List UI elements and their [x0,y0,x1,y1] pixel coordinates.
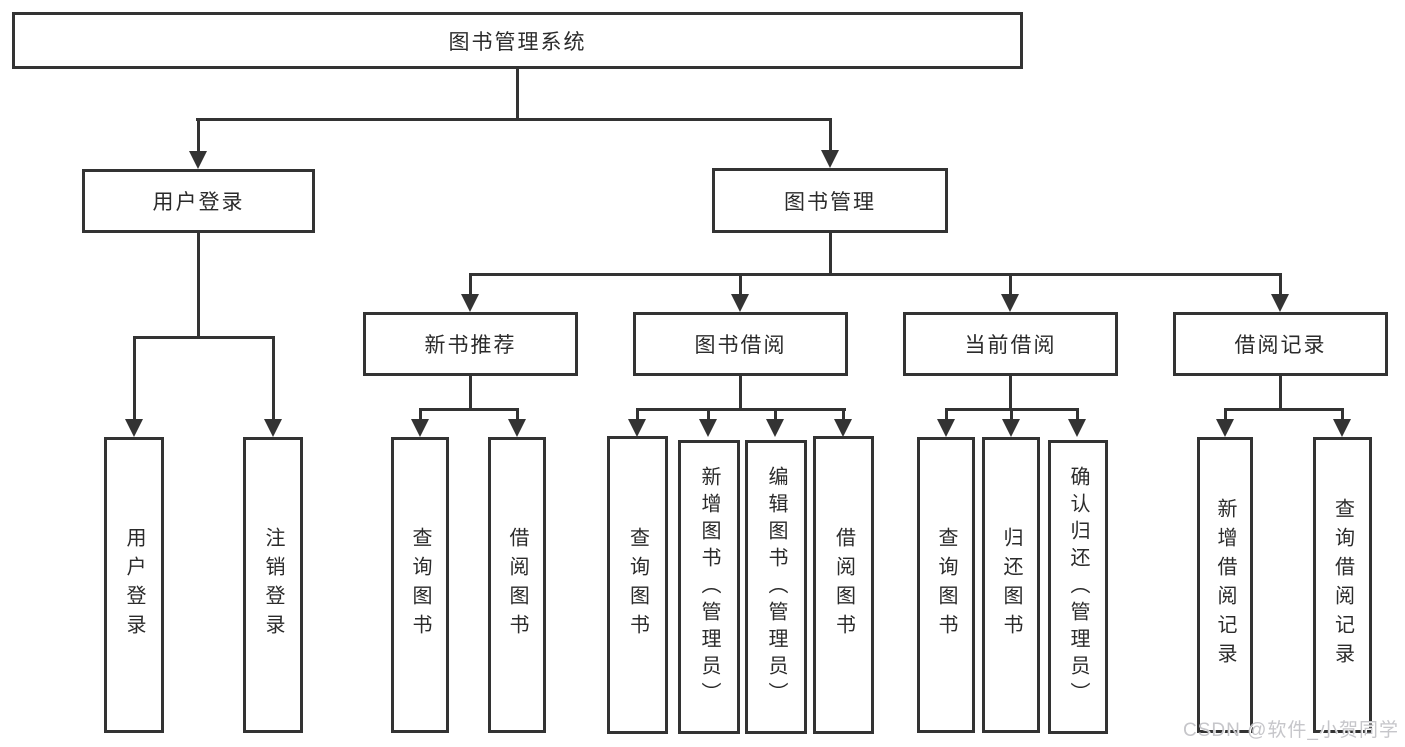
leaf-current-return-book-label: 归还图书 [1000,527,1022,643]
connector-leaf [1010,408,1013,422]
connector-leaf [636,408,639,422]
arrow-down-icon [264,419,282,437]
arrow-down-icon [461,294,479,312]
arrow-down-icon [1002,419,1020,437]
arrow-down-icon [411,419,429,437]
node-new-book-recommend: 新书推荐 [363,312,578,376]
leaf-records-query-record: 查询借阅记录 [1313,437,1372,733]
connector-to-current-borrow [1009,273,1012,297]
node-book-borrow-label: 图书借阅 [694,334,787,357]
connector-to-leaf-logout [272,336,275,423]
leaf-user-login: 用户登录 [104,437,164,733]
connector-to-new-book [469,273,472,297]
connector-leaf [1341,408,1344,422]
connector-book-mgmt-stem [829,233,832,276]
connector-leaf [1076,408,1079,422]
connector-leaf [945,408,948,422]
leaf-borrow-add-book-admin-label: 新增图书（管理员） [698,465,720,709]
connector-new-book-stem [469,376,472,411]
node-borrow-records-label: 借阅记录 [1234,334,1327,357]
connector-leaf [842,408,845,422]
leaf-borrow-edit-book-admin: 编辑图书（管理员） [745,440,807,734]
leaf-logout: 注销登录 [243,437,303,733]
leaf-newbook-query-book: 查询图书 [391,437,449,733]
arrow-down-icon [189,151,207,169]
node-book-borrow: 图书借阅 [633,312,848,376]
connector-current-borrow-stem [1009,376,1012,411]
connector-book-borrow-bar [636,408,846,411]
node-book-management-label: 图书管理 [784,190,876,214]
node-book-management: 图书管理 [712,168,948,233]
connector-leaf [1224,408,1227,422]
connector-user-login-stem [197,233,200,339]
leaf-records-add-record: 新增借阅记录 [1197,437,1253,733]
arrow-down-icon [699,419,717,437]
connector-user-login-bar [133,336,275,339]
node-user-login: 用户登录 [82,169,315,233]
arrow-down-icon [731,294,749,312]
leaf-borrow-query-book-label: 查询图书 [626,527,649,643]
arrow-down-icon [1333,419,1351,437]
arrow-down-icon [1271,294,1289,312]
node-current-borrow-label: 当前借阅 [964,334,1057,357]
leaf-newbook-borrow-book: 借阅图书 [488,437,546,733]
arrow-down-icon [1216,419,1234,437]
leaf-newbook-borrow-book-label: 借阅图书 [506,527,528,643]
leaf-borrow-query-book: 查询图书 [607,436,668,734]
leaf-logout-label: 注销登录 [262,527,284,643]
connector-to-leaf-user-login [133,336,136,423]
leaf-current-return-book: 归还图书 [982,437,1040,733]
leaf-borrow-add-book-admin: 新增图书（管理员） [678,440,740,734]
connector-to-borrow-record [1279,273,1282,297]
connector-new-book-bar [419,408,519,411]
connector-leaf [419,408,422,422]
leaf-borrow-borrow-book-label: 借阅图书 [832,527,855,643]
node-current-borrow: 当前借阅 [903,312,1118,376]
csdn-watermark: CSDN @软件_小贺同学 [1183,720,1399,741]
connector-borrow-record-stem [1279,376,1282,411]
leaf-records-add-record-label: 新增借阅记录 [1214,498,1236,672]
connector-leaf [707,408,710,422]
arrow-down-icon [125,419,143,437]
connector-leaf [516,408,519,422]
leaf-user-login-label: 用户登录 [123,527,145,643]
leaf-borrow-borrow-book: 借阅图书 [813,436,874,734]
arrow-down-icon [834,419,852,437]
leaf-borrow-edit-book-admin-label: 编辑图书（管理员） [765,465,787,709]
leaf-newbook-query-book-label: 查询图书 [409,527,431,643]
arrow-down-icon [821,150,839,168]
arrow-down-icon [766,419,784,437]
node-borrow-records: 借阅记录 [1173,312,1388,376]
node-root: 图书管理系统 [12,12,1023,69]
node-new-book-recommend-label: 新书推荐 [424,334,517,357]
arrow-down-icon [937,419,955,437]
node-user-login-label: 用户登录 [152,191,245,214]
connector-book-borrow-stem [739,376,742,411]
connector-to-book-borrow [739,273,742,297]
leaf-current-query-book-label: 查询图书 [935,527,957,643]
arrow-down-icon [1001,294,1019,312]
connector-level2-bar [196,118,832,121]
leaf-current-confirm-return-admin: 确认归还（管理员） [1048,440,1108,734]
arrow-down-icon [628,419,646,437]
connector-to-user-login [197,118,200,154]
leaf-current-query-book: 查询图书 [917,437,975,733]
leaf-current-confirm-return-admin-label: 确认归还（管理员） [1067,465,1089,709]
connector-level3-bar [469,273,1282,276]
connector-to-book-mgmt [829,118,832,154]
connector-root-stem [516,68,519,121]
connector-leaf [774,408,777,422]
node-root-label: 图书管理系统 [448,30,587,54]
arrow-down-icon [1068,419,1086,437]
arrow-down-icon [508,419,526,437]
connector-borrow-record-bar [1224,408,1344,411]
leaf-records-query-record-label: 查询借阅记录 [1331,498,1354,672]
